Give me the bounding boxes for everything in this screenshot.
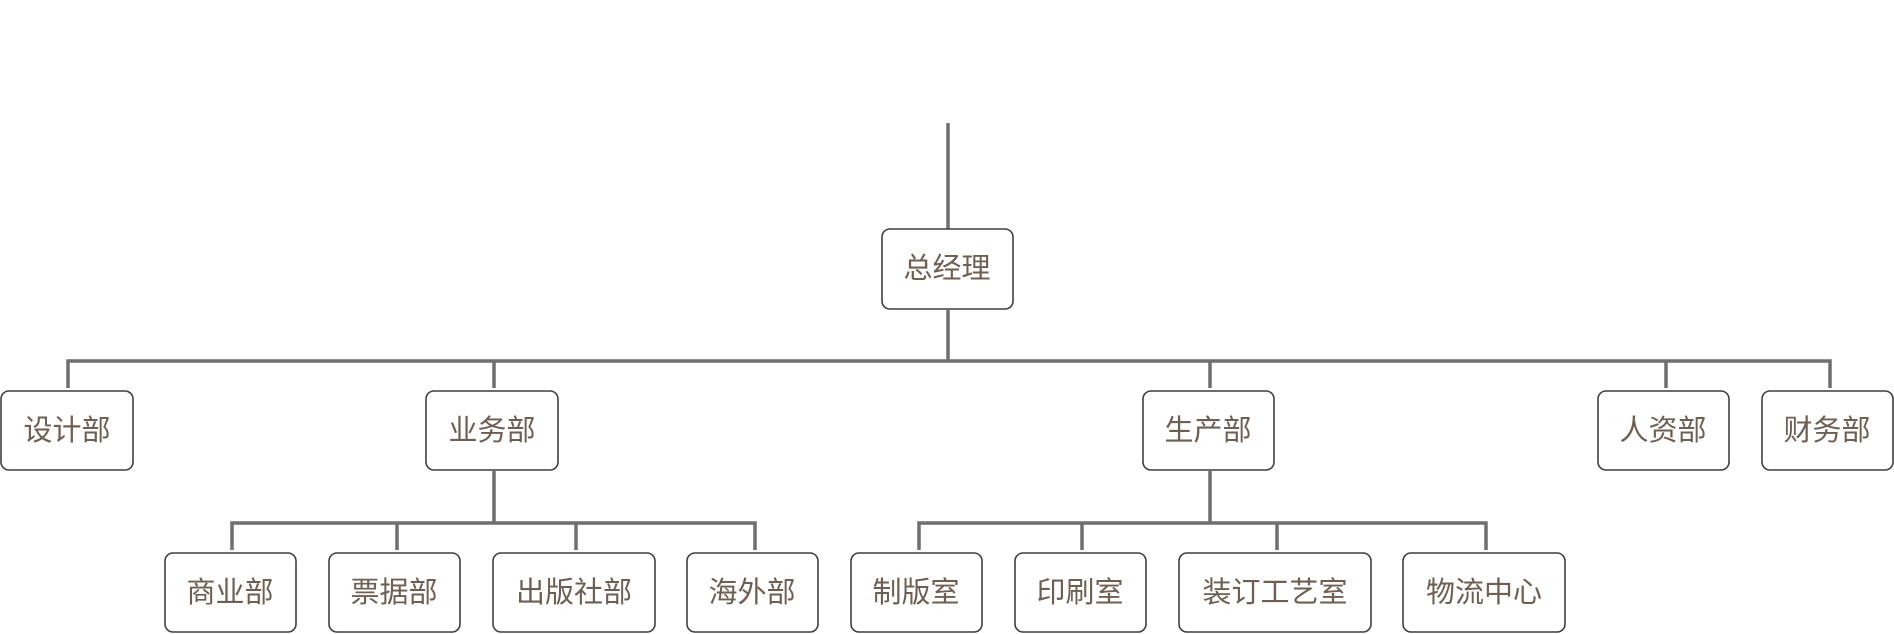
departments: 设计部 业务部 生产部 人资部 财务部	[0, 390, 1894, 471]
subunit-node: 海外部	[686, 552, 819, 633]
subunit-label: 出版社部	[516, 575, 632, 609]
subunit-label: 商业部	[186, 575, 273, 609]
subunit-label: 印刷室	[1036, 575, 1123, 609]
root-node: 董事长	[845, 1, 1049, 123]
connectors	[66, 123, 1832, 550]
dept-design-node: 设计部	[0, 390, 134, 471]
dept-finance-label: 财务部	[1783, 413, 1870, 447]
dept-production-node: 生产部	[1142, 390, 1275, 471]
subunit-node: 装订工艺室	[1178, 552, 1372, 633]
dept-production-label: 生产部	[1164, 413, 1251, 447]
subunit-label: 海外部	[708, 575, 795, 609]
connector-business-bus	[230, 521, 757, 550]
general-manager-label: 总经理	[903, 251, 990, 285]
dept-hr-node: 人资部	[1597, 390, 1730, 471]
subunit-node: 印刷室	[1014, 552, 1147, 633]
dept-business-node: 业务部	[425, 390, 559, 471]
connector-production-bus	[917, 521, 1488, 550]
dept-design-label: 设计部	[23, 413, 110, 447]
subunit-node: 出版社部	[492, 552, 656, 633]
general-manager-node: 总经理	[881, 228, 1014, 310]
connector-dept-bus	[66, 359, 1832, 388]
subunit-label: 物流中心	[1426, 575, 1542, 609]
subunit-node: 商业部	[164, 552, 297, 633]
root-label: 董事长	[877, 34, 1018, 89]
dept-hr-label: 人资部	[1619, 413, 1706, 447]
subunit-node: 物流中心	[1402, 552, 1566, 633]
subunit-label: 装订工艺室	[1202, 575, 1347, 609]
business-subunits: 商业部 票据部 出版社部 海外部	[164, 552, 819, 633]
dept-business-label: 业务部	[448, 413, 535, 447]
subunit-node: 制版室	[850, 552, 983, 633]
root-box	[845, 1, 1049, 123]
dept-finance-node: 财务部	[1761, 390, 1894, 471]
production-subunits: 制版室 印刷室 装订工艺室 物流中心	[850, 552, 1566, 633]
subunit-node: 票据部	[328, 552, 461, 633]
subunit-label: 票据部	[350, 575, 437, 609]
subunit-label: 制版室	[872, 575, 959, 609]
